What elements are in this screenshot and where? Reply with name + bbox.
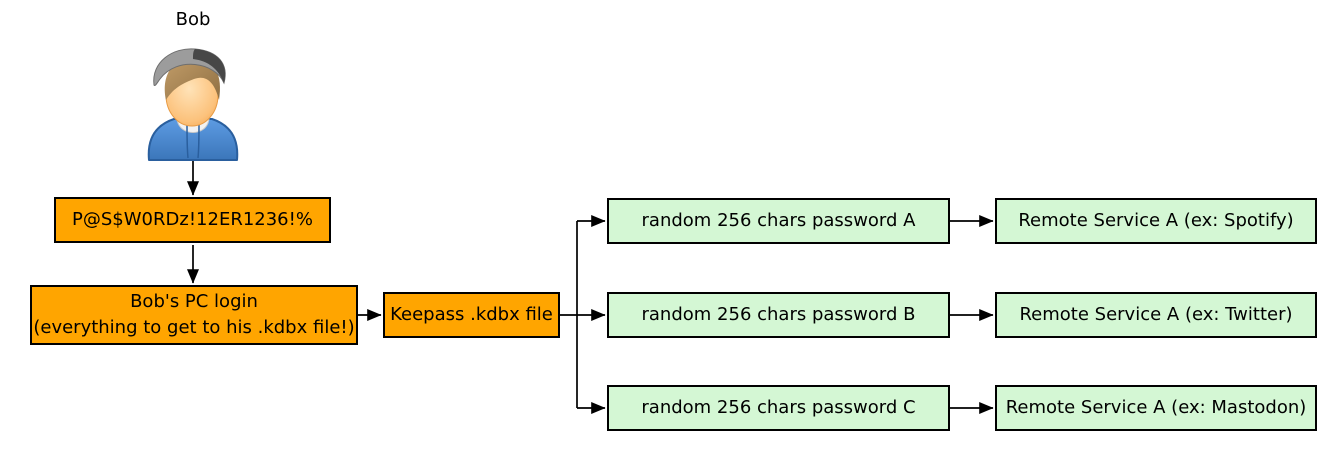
node-password-b: random 256 chars password B bbox=[607, 292, 950, 338]
node-master-password: P@S$W0RDz!12ER1236!% bbox=[54, 197, 331, 243]
actor-label: Bob bbox=[175, 9, 211, 30]
node-service-mastodon: Remote Service A (ex: Mastodon) bbox=[995, 385, 1317, 431]
hair-shape bbox=[164, 57, 221, 100]
node-pc-login-line1: Bob's PC login bbox=[130, 291, 258, 312]
node-password-c: random 256 chars password C bbox=[607, 385, 950, 431]
node-password-b-label: random 256 chars password B bbox=[641, 304, 916, 325]
node-service-twitter-label: Remote Service A (ex: Twitter) bbox=[1019, 304, 1293, 325]
node-master-password-label: P@S$W0RDz!12ER1236!% bbox=[72, 209, 313, 230]
node-pc-login: Bob's PC login (everything to get to his… bbox=[30, 285, 358, 345]
node-password-a-label: random 256 chars password A bbox=[641, 210, 916, 231]
hoodie-drawstrings bbox=[186, 123, 200, 159]
node-kdbx-file: Keepass .kdbx file bbox=[383, 292, 560, 338]
node-service-spotify: Remote Service A (ex: Spotify) bbox=[995, 198, 1317, 244]
person-icon bbox=[147, 48, 239, 161]
cap-dark-shape bbox=[193, 49, 226, 83]
edge-kdbx-branch-trunk bbox=[560, 221, 578, 408]
node-kdbx-file-label: Keepass .kdbx file bbox=[390, 304, 553, 325]
node-pc-login-line2: (everything to get to his .kdbx file!) bbox=[33, 317, 355, 338]
node-password-c-label: random 256 chars password C bbox=[641, 397, 916, 418]
node-password-a: random 256 chars password A bbox=[607, 198, 950, 244]
hoodie-shape bbox=[147, 118, 239, 161]
node-service-mastodon-label: Remote Service A (ex: Mastodon) bbox=[1005, 397, 1307, 418]
node-service-twitter: Remote Service A (ex: Twitter) bbox=[995, 292, 1317, 338]
node-service-spotify-label: Remote Service A (ex: Spotify) bbox=[1018, 210, 1294, 231]
